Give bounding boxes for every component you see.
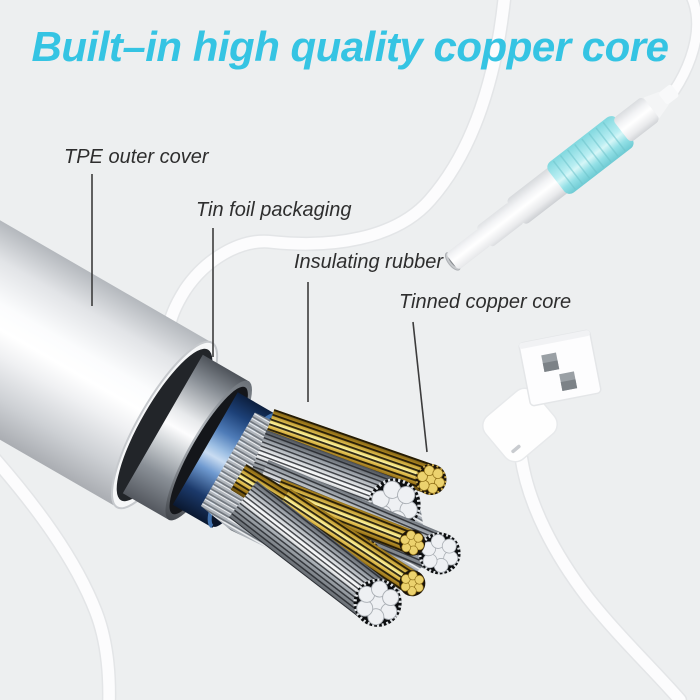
label-tinned-copper-core: Tinned copper core: [399, 291, 572, 313]
endoscope-camera: [444, 84, 679, 271]
tinned-copper-strand-c: [272, 478, 426, 556]
leader-line-copper: [412, 321, 428, 453]
cable-cross-section: [0, 167, 461, 628]
leader-lines: [91, 174, 428, 453]
label-tpe-outer-cover: TPE outer cover: [64, 146, 209, 168]
tinned-copper-strand-d: [277, 488, 426, 597]
usb-contact-slots: [541, 352, 578, 391]
usb-connector: [482, 329, 688, 700]
tinned-copper-wire-top: [264, 409, 447, 495]
cable-wire-bundles: [228, 409, 461, 628]
label-tin-foil-packaging: Tin foil packaging: [196, 199, 352, 221]
label-insulating-rubber: Insulating rubber: [294, 251, 443, 273]
usb-metal-shell-icon: [518, 329, 602, 407]
shielded-wire-bundle-e: [228, 480, 402, 628]
page-title: Built–in high quality copper core: [31, 23, 669, 70]
endoscope-teal-grip: [547, 116, 634, 194]
usb-plastic-body: [482, 387, 558, 463]
